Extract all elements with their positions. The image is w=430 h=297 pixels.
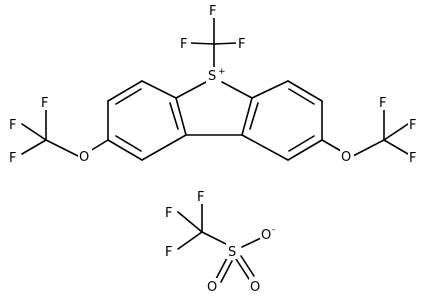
atom-f-left-bottom: F	[9, 151, 16, 166]
bond-right-1	[251, 80, 289, 99]
atom-o-double-left: O	[207, 280, 217, 295]
bond-tf-s-o-right-b	[240, 255, 255, 277]
bond-left-4-inner	[115, 135, 142, 152]
bond-left-4	[107, 139, 143, 161]
atom-f-right-top: F	[379, 96, 386, 111]
bond-left-c-o	[89, 139, 109, 152]
bond-tf-s-o-minus	[241, 237, 262, 248]
atom-s-cation: S	[208, 69, 216, 84]
bond-cf3-f-right	[213, 42, 238, 45]
bond-tf-s-o-left-a	[215, 257, 228, 280]
bond-tf-c-f-bottom	[177, 231, 203, 250]
bond-tf-c-f-left	[177, 211, 203, 233]
bond-left-6-inner	[169, 102, 179, 130]
bond-left-2	[107, 80, 143, 102]
bond-right-c-o	[321, 139, 342, 152]
charge-plus: +	[218, 67, 226, 77]
bond-left-cf3-f-bottom	[21, 139, 47, 155]
atom-f-tf-bottom: F	[165, 245, 172, 260]
bond-right-2	[287, 80, 323, 102]
atom-f-right-bottom: F	[409, 151, 416, 166]
atom-s-triflate: S	[228, 245, 236, 260]
atom-o-minus: O	[261, 228, 271, 243]
atom-f-tf-left: F	[165, 206, 172, 221]
bond-tf-s-o-right-a	[235, 258, 250, 280]
bond-cf3-f-left	[189, 42, 215, 45]
bond-tf-c-s	[201, 231, 227, 245]
bond-tf-s-o-left-b	[220, 260, 233, 283]
bond-right-4	[287, 139, 323, 161]
bond-right-2-inner	[288, 88, 315, 105]
charge-minus: -	[272, 225, 275, 235]
atom-f-right-right: F	[409, 118, 416, 133]
atom-o-double-right: O	[250, 280, 260, 295]
bond-s-c9a	[175, 81, 207, 99]
bond-right-6	[241, 97, 253, 136]
atom-f-left-left: F	[9, 118, 16, 133]
atom-o-left: O	[79, 150, 89, 165]
bond-left-5	[141, 134, 187, 161]
bond-right-5	[241, 134, 289, 161]
bond-left-1	[141, 80, 177, 99]
atom-f-s-cf3-left: F	[180, 37, 187, 52]
atom-f-s-cf3-top: F	[209, 4, 216, 19]
atom-f-left-top: F	[41, 96, 48, 111]
atom-o-right: O	[341, 150, 351, 165]
bond-right-4-inner	[288, 135, 315, 152]
bonds	[21, 17, 409, 283]
bond-right-6-inner	[249, 102, 259, 130]
atom-labels: S + F F F O F F F O F F F F F F S	[8, 2, 421, 295]
bond-left-cf3-f-left	[21, 123, 47, 141]
bond-right-cf3-f-bottom	[383, 139, 409, 155]
bond-left-o-c	[45, 139, 79, 157]
atom-f-s-cf3-right: F	[238, 37, 245, 52]
bond-left-2-inner	[115, 88, 142, 105]
atom-f-tf-top: F	[197, 190, 204, 205]
bond-right-cf3-f-right	[383, 123, 409, 141]
bond-s-c4a	[221, 81, 253, 99]
bond-right-o-c	[352, 139, 385, 157]
bond-left-6	[175, 97, 187, 136]
